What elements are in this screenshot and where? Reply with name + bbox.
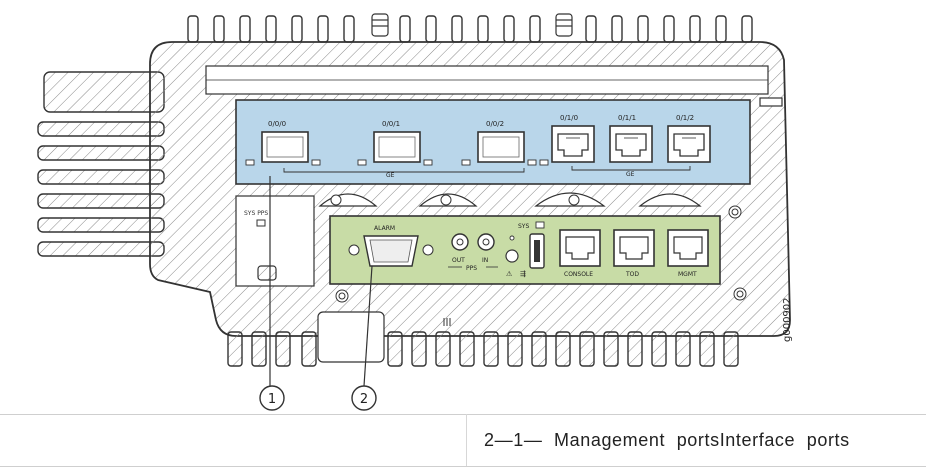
tod-port[interactable] — [613, 229, 655, 267]
top-fins — [187, 15, 753, 43]
side-screw — [257, 265, 277, 281]
console-label: CONSOLE — [564, 271, 593, 278]
bottom-clip — [443, 318, 451, 326]
legend-table: 2—1— Management portsInterface ports — [0, 402, 926, 470]
management-ports-panel: ALARM OUT IN PPS ⚠ SYS — [329, 215, 721, 285]
sys-pps-label: SYS PPS — [244, 210, 268, 217]
pps-out-label: OUT — [452, 257, 465, 264]
sfp-label-0-0-1: 0/0/1 — [382, 120, 400, 128]
svg-text:1: 1 — [268, 392, 276, 407]
alarm-connector[interactable] — [348, 235, 434, 267]
rj45-label-0-1-1: 0/1/1 — [618, 114, 636, 122]
sys-led — [535, 221, 545, 229]
pps-label: PPS — [466, 265, 477, 272]
bottom-fins — [227, 331, 739, 367]
sfp-leds — [245, 159, 537, 166]
warning-icon: ⚠ — [506, 270, 513, 278]
ge-group-left — [283, 168, 525, 173]
sys-pps-led — [256, 219, 266, 227]
pps-in-connector[interactable] — [477, 233, 495, 251]
sfp-port-0-0-0[interactable] — [261, 131, 309, 163]
top-screws — [371, 13, 573, 37]
rj45-label-0-1-0: 0/1/0 — [560, 114, 578, 122]
sfp-label-0-0-2: 0/0/2 — [486, 120, 504, 128]
ge-label-left: GE — [386, 172, 395, 179]
rj45-port-0-1-1[interactable] — [609, 125, 653, 163]
interface-ports-panel: 0/0/0 0/0/1 0/0/2 GE — [235, 99, 751, 185]
mgmt-port[interactable] — [667, 229, 709, 267]
sfp-label-0-0-0: 0/0/0 — [268, 120, 286, 128]
arch-screws — [330, 194, 747, 303]
reset-led-icon — [509, 235, 515, 241]
rj45-port-0-1-2[interactable] — [667, 125, 711, 163]
mgmt-label: MGMT — [678, 271, 697, 278]
rj45-port-0-1-0[interactable] — [551, 125, 595, 163]
pps-in-label: IN — [482, 257, 488, 264]
usb-port[interactable] — [529, 233, 545, 269]
figure-id: g000902 — [782, 297, 793, 342]
alarm-label: ALARM — [374, 225, 395, 232]
callout-1: 1 — [259, 385, 285, 411]
bottom-bracket — [317, 311, 385, 363]
callout-2: 2 — [351, 385, 377, 411]
reset-button[interactable] — [505, 249, 519, 263]
legend-text: 2—1— Management portsInterface ports — [484, 430, 850, 450]
left-fins — [37, 71, 165, 257]
legend-rule-bottom — [0, 466, 926, 467]
usb-icon: ⇶ — [520, 270, 526, 278]
rj45-label-0-1-2: 0/1/2 — [676, 114, 694, 122]
pps-out-connector[interactable] — [451, 233, 469, 251]
tod-label: TOD — [625, 271, 639, 278]
callout-2-leader — [363, 265, 373, 387]
legend-cell-divider — [466, 414, 467, 466]
right-tab — [759, 97, 783, 107]
legend-rule-top — [0, 414, 926, 415]
svg-text:2: 2 — [360, 392, 368, 407]
sfp-port-0-0-2[interactable] — [477, 131, 525, 163]
ge-label-right: GE — [626, 171, 635, 178]
rj45-led — [539, 159, 549, 166]
sys-label: SYS — [518, 223, 529, 230]
console-port[interactable] — [559, 229, 601, 267]
sfp-port-0-0-1[interactable] — [373, 131, 421, 163]
ge-group-right — [571, 166, 691, 171]
